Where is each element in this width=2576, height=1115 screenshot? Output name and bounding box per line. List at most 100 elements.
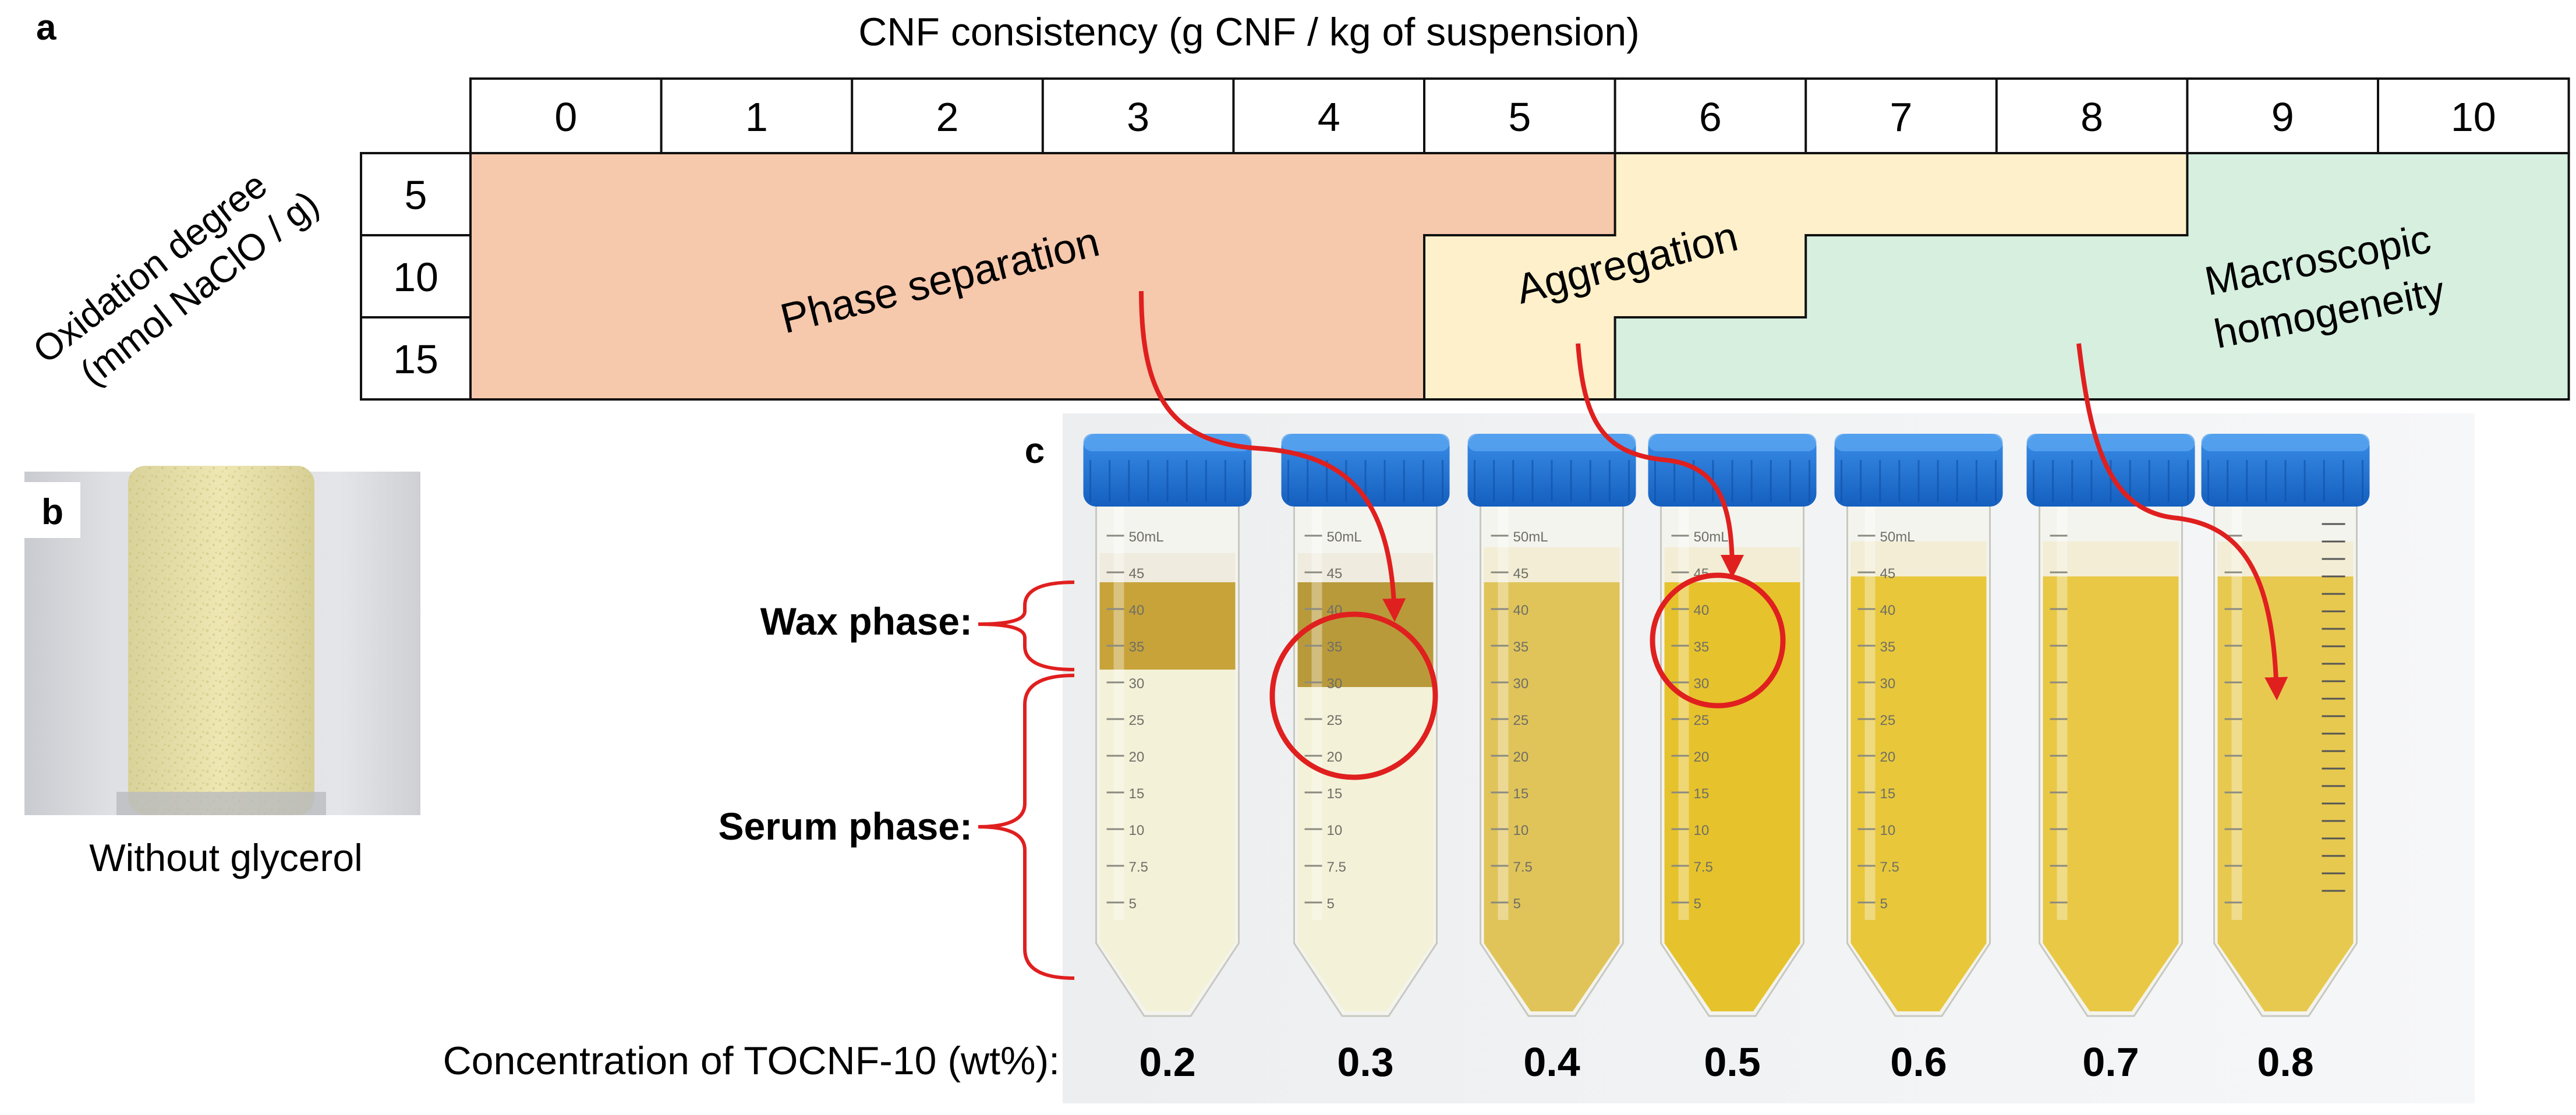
y-axis-title: Oxidation degree (mmol NaClO / g) <box>25 164 326 394</box>
panel-c-letter-box <box>1007 419 1063 475</box>
column-label: 0 <box>554 94 577 140</box>
arrow-phase-separation <box>1139 291 1406 622</box>
panel-b-tube-base <box>116 792 326 815</box>
foam-layer <box>1297 553 1434 582</box>
graduation-label: 15 <box>1129 786 1145 802</box>
panel-b-tube-texture <box>128 466 314 815</box>
arrow-homogeneity <box>2076 343 2288 700</box>
concentration-value: 0.2 <box>1139 1039 1195 1085</box>
graduation-label: 15 <box>1880 786 1896 802</box>
graduation-label: 50mL <box>1327 529 1362 545</box>
graduation-label: 50mL <box>1129 529 1164 545</box>
phase-diagram-grid <box>360 77 2570 401</box>
panel-a-letter: a <box>36 8 56 48</box>
homogeneous-suspension <box>2217 576 2354 1011</box>
graduation-label: 50mL <box>1513 529 1548 545</box>
graduation-label: 30 <box>1694 676 1710 692</box>
graduation-label: 10 <box>1694 823 1710 838</box>
graduation-label: 10 <box>1129 823 1145 838</box>
region-phase-separation <box>470 153 1615 399</box>
column-label: 5 <box>1508 94 1531 140</box>
tube-glare <box>1498 486 1509 920</box>
graduation-label: 7.5 <box>1513 859 1533 875</box>
wax-phase-brace <box>978 580 1075 671</box>
graduation-label: 40 <box>1694 603 1710 618</box>
homogeneous-suspension <box>2043 576 2179 1011</box>
column-label: 6 <box>1699 94 1722 140</box>
graduation-label: 35 <box>1327 639 1343 655</box>
centrifuge-tubes: 50mL 45 40 35 30 25 20 15 10 7.5 5 50mL 45 40 35 30 25 20… <box>1083 434 2370 1017</box>
column-label: 2 <box>936 94 959 140</box>
graduation-label: 5 <box>1513 896 1521 912</box>
graduation-label: 50mL <box>1694 529 1729 545</box>
foam-layer <box>1484 547 1620 582</box>
graduation-label: 40 <box>1880 603 1896 618</box>
graduation-label: 20 <box>1880 749 1896 765</box>
column-label: 1 <box>745 94 768 140</box>
row-label: 5 <box>405 172 427 218</box>
tube-cap-top <box>2026 434 2195 451</box>
panel-b-letter: b <box>41 492 63 532</box>
concentration-value: 0.4 <box>1523 1039 1580 1085</box>
graduation-label: 20 <box>1327 749 1343 765</box>
graduation-label: 45 <box>1327 566 1343 582</box>
homogeneous-suspension <box>1664 582 1800 1011</box>
graduation-label: 30 <box>1880 676 1896 692</box>
tube-glare <box>1113 486 1124 920</box>
graduation-label: 7.5 <box>1694 859 1713 875</box>
graduation-label: 15 <box>1694 786 1710 802</box>
graduation-label: 5 <box>1129 896 1137 912</box>
graduation-label: 7.5 <box>1129 859 1148 875</box>
tube-cap-top <box>1648 434 1817 451</box>
serum-phase <box>1099 582 1236 1011</box>
serum-phase <box>1297 582 1434 1011</box>
row-labels: 5 10 15 <box>393 172 438 382</box>
tube-glare <box>2057 486 2068 920</box>
concentration-label: Concentration of TOCNF-10 (wt%): <box>443 1039 1060 1083</box>
graduation-label: 5 <box>1694 896 1701 912</box>
row-label: 10 <box>393 254 438 300</box>
graduation-label: 45 <box>1129 566 1145 582</box>
concentration-value: 0.3 <box>1337 1039 1393 1085</box>
foam-layer <box>1099 553 1236 582</box>
graduation-label: 35 <box>1129 639 1145 655</box>
centrifuge-tube <box>2026 434 2195 1017</box>
graduation-label: 10 <box>1327 823 1343 838</box>
graduation-label: 25 <box>1880 713 1896 728</box>
tube-glare <box>2231 486 2242 920</box>
homogeneous-suspension <box>1850 576 1987 1011</box>
panel-b-caption: Without glycerol <box>89 836 363 879</box>
panel-c-letter: c <box>1025 431 1045 471</box>
graduation-label: 30 <box>1327 676 1343 692</box>
boundary-phase-separation <box>1423 153 1616 399</box>
graduation-label: 40 <box>1513 603 1529 618</box>
column-label: 3 <box>1127 94 1149 140</box>
graduation-label: 25 <box>1129 713 1145 728</box>
graduation-label: 5 <box>1880 896 1888 912</box>
foam-layer <box>2043 541 2179 576</box>
graduation-label: 30 <box>1129 676 1145 692</box>
row-label-box <box>360 152 472 401</box>
tube-glare <box>1311 486 1322 920</box>
row-label: 15 <box>393 337 438 382</box>
graduation-label: 20 <box>1129 749 1145 765</box>
column-label: 8 <box>2080 94 2103 140</box>
panel-b: b Without glycerol <box>24 466 420 879</box>
column-label: 4 <box>1318 94 1340 140</box>
graduation-label: 35 <box>1880 639 1896 655</box>
region-homogeneity <box>1615 153 2569 399</box>
boundary-homogeneity <box>1613 153 2189 399</box>
tube-cap-top <box>2201 434 2370 451</box>
wax-phase <box>1099 582 1236 670</box>
column-label: 10 <box>2451 94 2496 140</box>
concentration-value: 0.5 <box>1704 1039 1760 1085</box>
centrifuge-tube <box>2201 434 2370 1017</box>
graduation-label: 15 <box>1513 786 1529 802</box>
highlight-circle-tube-2 <box>1269 611 1438 780</box>
annotation-arrows <box>1139 291 2288 700</box>
